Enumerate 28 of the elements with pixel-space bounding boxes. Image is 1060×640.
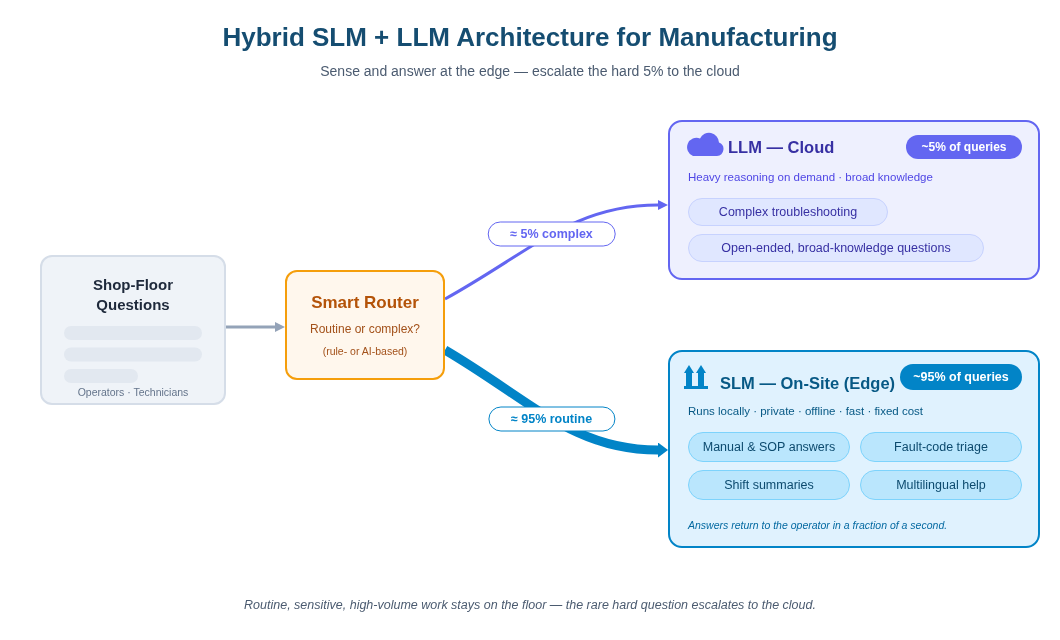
caption: Routine, sensitive, high-volume work stays on the floor — the rare hard question escalates to the cloud. — [244, 597, 816, 613]
connector-arrow — [226, 322, 285, 332]
cloud-panel — [668, 120, 1040, 280]
router-card — [285, 270, 445, 380]
panel-subtitle: Runs locally · private · offline · fast · fixed cost — [688, 404, 923, 419]
card-title: Smart Router — [311, 292, 419, 314]
task-chip: Shift summaries — [688, 470, 850, 500]
task-chip: Complex troubleshooting — [688, 198, 888, 226]
note-text: (rule- or AI-based) — [322, 344, 408, 358]
edge-label: ≈ 5% complex — [487, 221, 616, 247]
on-site-panel — [668, 350, 1040, 548]
subtitle: Sense and answer at the edge — escalate the hard 5% to the cloud — [320, 62, 740, 80]
panel-title: SLM — On-Site (Edge) — [720, 373, 896, 394]
panel-title: LLM — Cloud — [728, 137, 835, 158]
task-chip: Open-ended, broad-knowledge questions — [688, 234, 984, 262]
share-badge: ~95% of queries — [900, 364, 1022, 390]
question-card — [40, 255, 226, 405]
card-title: Shop-Floor Questions — [92, 275, 174, 315]
share-badge: ~5% of queries — [906, 135, 1022, 159]
footnote: Answers return to the operator in a fraction of a second. — [688, 518, 948, 532]
question-text: Routine or complex? — [309, 322, 421, 337]
task-chip: Fault-code triage — [860, 432, 1022, 462]
task-chip: Manual & SOP answers — [688, 432, 850, 462]
task-chip: Multilingual help — [860, 470, 1022, 500]
panel-subtitle: Heavy reasoning on demand · broad knowledge — [688, 170, 933, 185]
diagram-title: Hybrid SLM + LLM Architecture for Manufacturing — [222, 21, 838, 53]
card-footer: Operators · Technicians — [77, 385, 189, 399]
edge-label: ≈ 95% routine — [487, 406, 616, 432]
